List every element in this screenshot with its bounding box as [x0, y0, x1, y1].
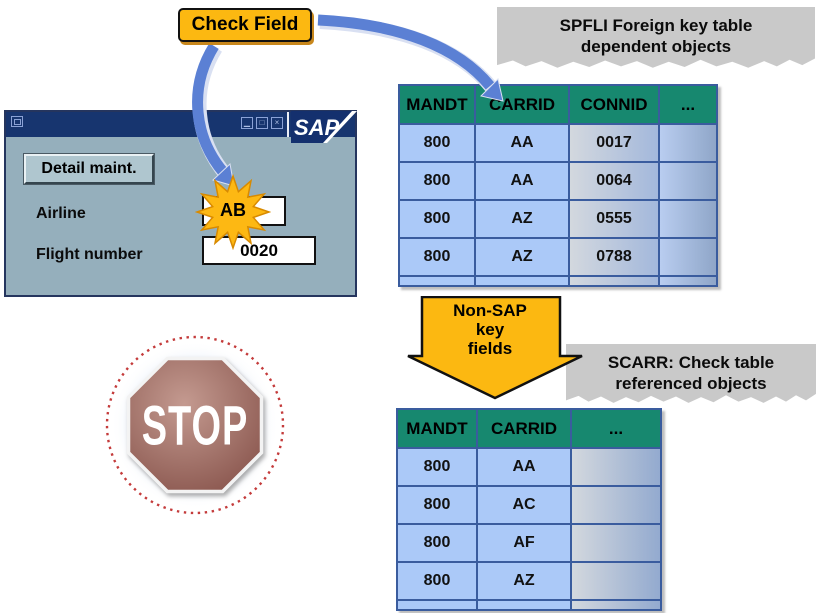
table-cell: AA	[476, 163, 568, 199]
table-cell: AZ	[476, 201, 568, 237]
non-sap-arrow-text: Non-SAP key fields	[420, 301, 560, 358]
non-sap-line3: fields	[467, 339, 513, 358]
detail-maint-button[interactable]: Detail maint.	[23, 153, 155, 185]
table-cell: 800	[400, 201, 474, 237]
sap-window: ▁ □ × SAP Detail maint. Airline Flight n…	[4, 110, 357, 297]
check-field-label: Check Field	[178, 8, 312, 42]
partial-row-cell	[660, 277, 716, 285]
scarr-banner-line2: referenced objects	[615, 374, 767, 393]
column-header: CARRID	[478, 410, 570, 447]
column-header: MANDT	[400, 86, 474, 123]
flight-number-field[interactable]: 0020	[202, 236, 316, 265]
table-cell: AC	[478, 487, 570, 523]
sap-logo: SAP	[291, 111, 357, 143]
table-cell: 0017	[570, 125, 658, 161]
airline-label: Airline	[36, 205, 86, 222]
table-cell: 800	[398, 563, 476, 599]
table-cell	[572, 525, 660, 561]
table-cell: 800	[400, 125, 474, 161]
scarr-banner-line1: SCARR: Check table	[607, 353, 775, 372]
column-header: CONNID	[570, 86, 658, 123]
scarr-banner: SCARR: Check table referenced objects	[566, 344, 816, 403]
table-cell: 0788	[570, 239, 658, 275]
table-cell: AA	[478, 449, 570, 485]
table-cell	[572, 563, 660, 599]
column-header: MANDT	[398, 410, 476, 447]
close-icon[interactable]: ×	[271, 117, 283, 129]
stop-text: STOP	[142, 395, 249, 457]
partial-row-cell	[398, 601, 476, 609]
window-menu-icon[interactable]	[11, 116, 23, 127]
titlebar-separator	[287, 112, 289, 137]
airline-field[interactable]	[202, 196, 286, 226]
spfli-banner-line2: dependent objects	[580, 37, 732, 56]
restore-icon[interactable]: □	[256, 117, 268, 129]
column-header: ...	[572, 410, 660, 447]
non-sap-line1: Non-SAP	[453, 301, 527, 320]
table-cell: AZ	[476, 239, 568, 275]
table-cell	[660, 201, 716, 237]
partial-row-cell	[478, 601, 570, 609]
table-cell	[572, 487, 660, 523]
table-cell	[660, 239, 716, 275]
table-cell	[660, 125, 716, 161]
spfli-banner-line1: SPFLI Foreign key table	[559, 16, 753, 35]
partial-row-cell	[476, 277, 568, 285]
sap-logo-text: SAP	[294, 115, 340, 140]
table-cell: 800	[400, 239, 474, 275]
stop-sign: STOP	[105, 335, 285, 515]
table-cell: 0064	[570, 163, 658, 199]
column-header: CARRID	[476, 86, 568, 123]
table-cell: 800	[398, 525, 476, 561]
dotted-circle	[105, 335, 285, 515]
non-sap-arrow	[407, 296, 583, 400]
flight-number-label: Flight number	[36, 246, 143, 263]
partial-row-cell	[570, 277, 658, 285]
stop-octagon	[126, 356, 264, 494]
window-controls: ▁ □ ×	[241, 117, 283, 129]
minimize-icon[interactable]: ▁	[241, 117, 253, 129]
table-cell: AA	[476, 125, 568, 161]
table-cell: AF	[478, 525, 570, 561]
table-cell	[572, 449, 660, 485]
non-sap-line2: key	[475, 320, 505, 339]
table-cell: 800	[398, 487, 476, 523]
partial-row-cell	[400, 277, 474, 285]
table-cell	[660, 163, 716, 199]
table-cell: AZ	[478, 563, 570, 599]
column-header: ...	[660, 86, 716, 123]
table-cell: 800	[400, 163, 474, 199]
table-cell: 800	[398, 449, 476, 485]
table-cell: 0555	[570, 201, 658, 237]
partial-row-cell	[572, 601, 660, 609]
spfli-banner: SPFLI Foreign key table dependent object…	[497, 7, 815, 68]
